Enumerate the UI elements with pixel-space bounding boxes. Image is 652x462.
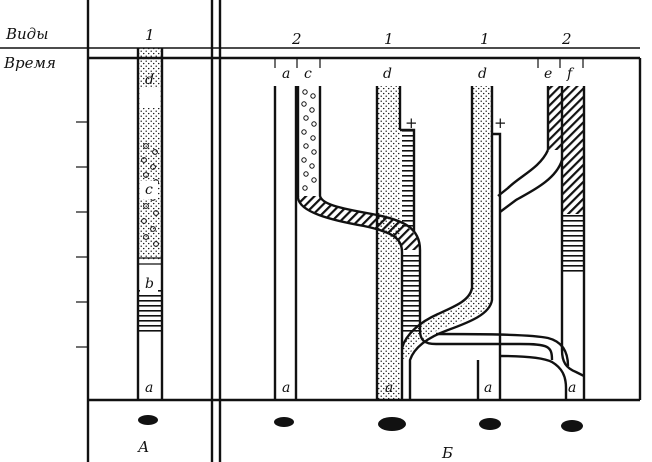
extinction-mark-1: + [405, 114, 418, 132]
panel-a-column [136, 48, 164, 400]
panel-b-specimen-4 [561, 420, 583, 432]
time-axis-ticks [76, 121, 88, 348]
panel-b-specimen-3 [479, 418, 501, 430]
panel-a-stage-a: a [145, 380, 153, 396]
panel-b-top-c: c [304, 66, 312, 82]
panel-b-top-f: f [566, 66, 575, 82]
panel-b-bottom-a3: a [484, 380, 492, 396]
panel-b-bottom-a2: a [385, 380, 393, 396]
panel-b-number-2: 1 [384, 30, 394, 48]
lineage-ef [497, 86, 586, 400]
lineage-d-center [375, 86, 416, 400]
panel-b-number-4: 2 [561, 30, 572, 48]
panel-a-stage-d: d [145, 72, 154, 88]
panel-b-number-3: 1 [480, 30, 490, 48]
panel-a-stage-b: b [145, 276, 154, 292]
panel-b-bottom-a4: a [568, 380, 576, 396]
lineage-c [296, 86, 554, 361]
panel-b-specimen-2 [378, 417, 406, 431]
panel-b-top-ticks [274, 58, 584, 68]
lineage-extinct-right [435, 132, 570, 400]
panel-a-specimen [138, 415, 158, 425]
panel-b-top-e: e [544, 66, 552, 82]
panel-b-number-1: 2 [291, 30, 302, 48]
panel-b-top-a: a [282, 66, 290, 82]
panel-b-label: Б [441, 444, 453, 462]
panel-b-top-d1: d [383, 66, 392, 82]
extinction-mark-2: + [494, 114, 507, 132]
species-label: Виды [5, 25, 48, 43]
lineage-a-left [273, 86, 298, 400]
time-label: Время [3, 54, 56, 72]
panel-b-specimen-1 [274, 417, 294, 427]
panel-b-bottom-a1: a [282, 380, 290, 396]
lineage-d-right [400, 86, 494, 400]
panel-a-number: 1 [145, 26, 155, 44]
panel-a-stage-c: c [145, 182, 153, 198]
panel-b-top-d2: d [478, 66, 487, 82]
panel-a-label: А [137, 438, 149, 456]
